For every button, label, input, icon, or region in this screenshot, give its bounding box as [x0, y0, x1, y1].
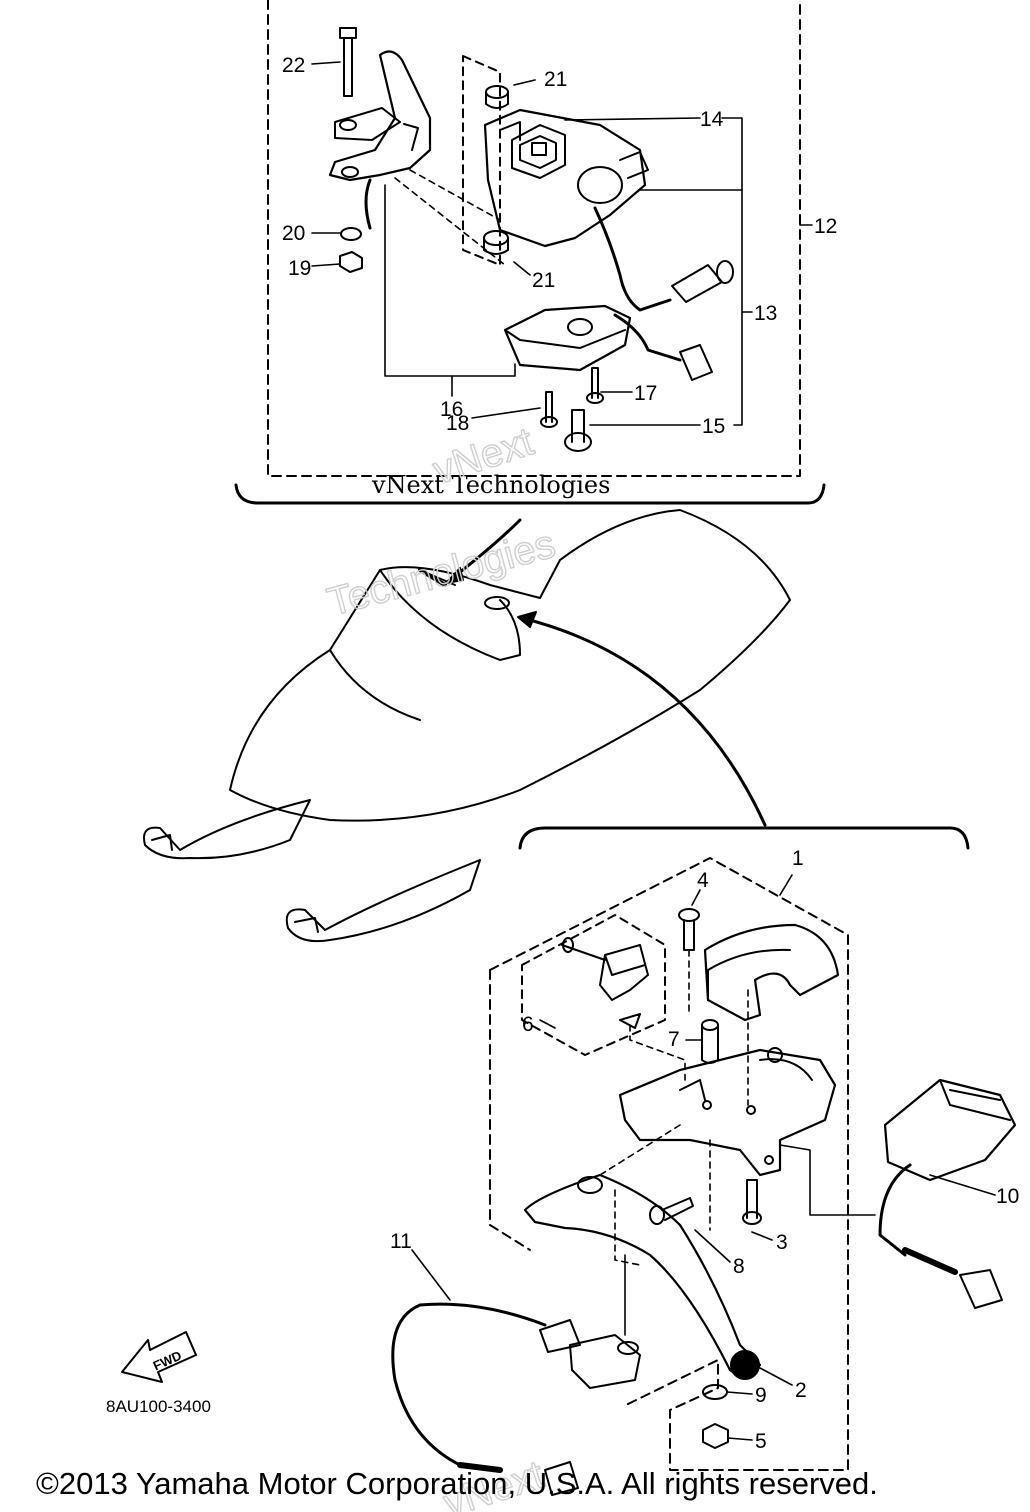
- nut-5: [702, 1423, 729, 1449]
- adjuster-6: [561, 937, 649, 1029]
- callout-11: 11: [390, 1230, 412, 1253]
- callout-19: 19: [288, 257, 311, 280]
- grommet-21-top: [485, 85, 509, 109]
- callout-8: 8: [733, 1255, 745, 1278]
- upper-assembly-dashed-box: [267, 0, 801, 477]
- brake-switch-10: [878, 1078, 1017, 1309]
- callout-14: 14: [700, 108, 724, 131]
- switch-housing-14: [483, 108, 734, 312]
- connector-plug-11: [544, 1461, 579, 1496]
- screw-18: [540, 391, 558, 428]
- callout-21-top: 21: [544, 68, 567, 91]
- washer-20: [340, 227, 362, 241]
- connector-plug-top: [671, 260, 734, 303]
- switch-cable-11: [391, 1302, 641, 1496]
- callout-22: 22: [282, 54, 305, 77]
- callout-21-bottom: 21: [532, 269, 555, 292]
- callout-15: 15: [702, 415, 725, 438]
- callout-7: 7: [668, 1028, 680, 1051]
- callout-2: 2: [795, 1379, 807, 1402]
- mounting-bracket: [328, 50, 432, 230]
- bolt-4: [678, 908, 700, 951]
- grommet-21-bottom: [483, 230, 509, 255]
- callout-5: 5: [755, 1430, 767, 1453]
- screw-8: [649, 1197, 694, 1225]
- callout-20: 20: [282, 222, 305, 245]
- screw-17: [586, 367, 604, 404]
- upper-assembly-group: 22 21 14 12 20 19 21 13 17 16 18 15: [234, 0, 837, 505]
- upper-leader-lines: [311, 61, 813, 426]
- watermark-outline-2: Technologies: [323, 522, 560, 625]
- copyright-notice: ©2013 Yamaha Motor Corporation, U.S.A. A…: [36, 1466, 878, 1501]
- callout-10: 10: [996, 1185, 1019, 1208]
- callout-16: 16: [440, 398, 463, 421]
- lower-leader-lines: [411, 874, 996, 1441]
- lower-assembly-brace: [518, 826, 970, 850]
- washer-9: [702, 1384, 728, 1400]
- nut-19: [339, 251, 363, 273]
- screw-3: [742, 1179, 762, 1225]
- screw-15: [564, 409, 592, 452]
- snowmobile-illustration: [143, 509, 791, 943]
- switch-cover-16: [503, 304, 713, 381]
- lower-assembly-dashed-box: [489, 857, 849, 1471]
- connector-plug-10: [959, 1269, 1003, 1309]
- callout-6: 6: [522, 1013, 534, 1036]
- callout-4: 4: [697, 869, 709, 892]
- watermark-serif: vNext Technologies: [371, 471, 610, 499]
- part-code: 8AU100-3400: [106, 1397, 211, 1416]
- clamp-cap: [703, 923, 840, 1022]
- callout-12: 12: [814, 215, 837, 238]
- callout-3: 3: [776, 1231, 788, 1254]
- fwd-label: FWD: [151, 1348, 184, 1374]
- collar-7: [701, 1019, 719, 1064]
- callout-13: 13: [754, 302, 777, 325]
- fwd-arrow: FWD: [121, 1331, 197, 1383]
- upper-assembly-brace: [234, 483, 826, 505]
- callout-1: 1: [792, 847, 804, 870]
- connector-plug-bottom: [679, 344, 713, 381]
- callout-18: 18: [446, 412, 469, 435]
- bolt-22: [339, 27, 357, 97]
- callout-17: 17: [634, 382, 657, 405]
- callout-9: 9: [755, 1384, 767, 1407]
- lever-holder: [618, 1047, 837, 1177]
- lower-assembly-group: 1 4 6 7 10 3 11 8 2 9 5: [390, 826, 1019, 1496]
